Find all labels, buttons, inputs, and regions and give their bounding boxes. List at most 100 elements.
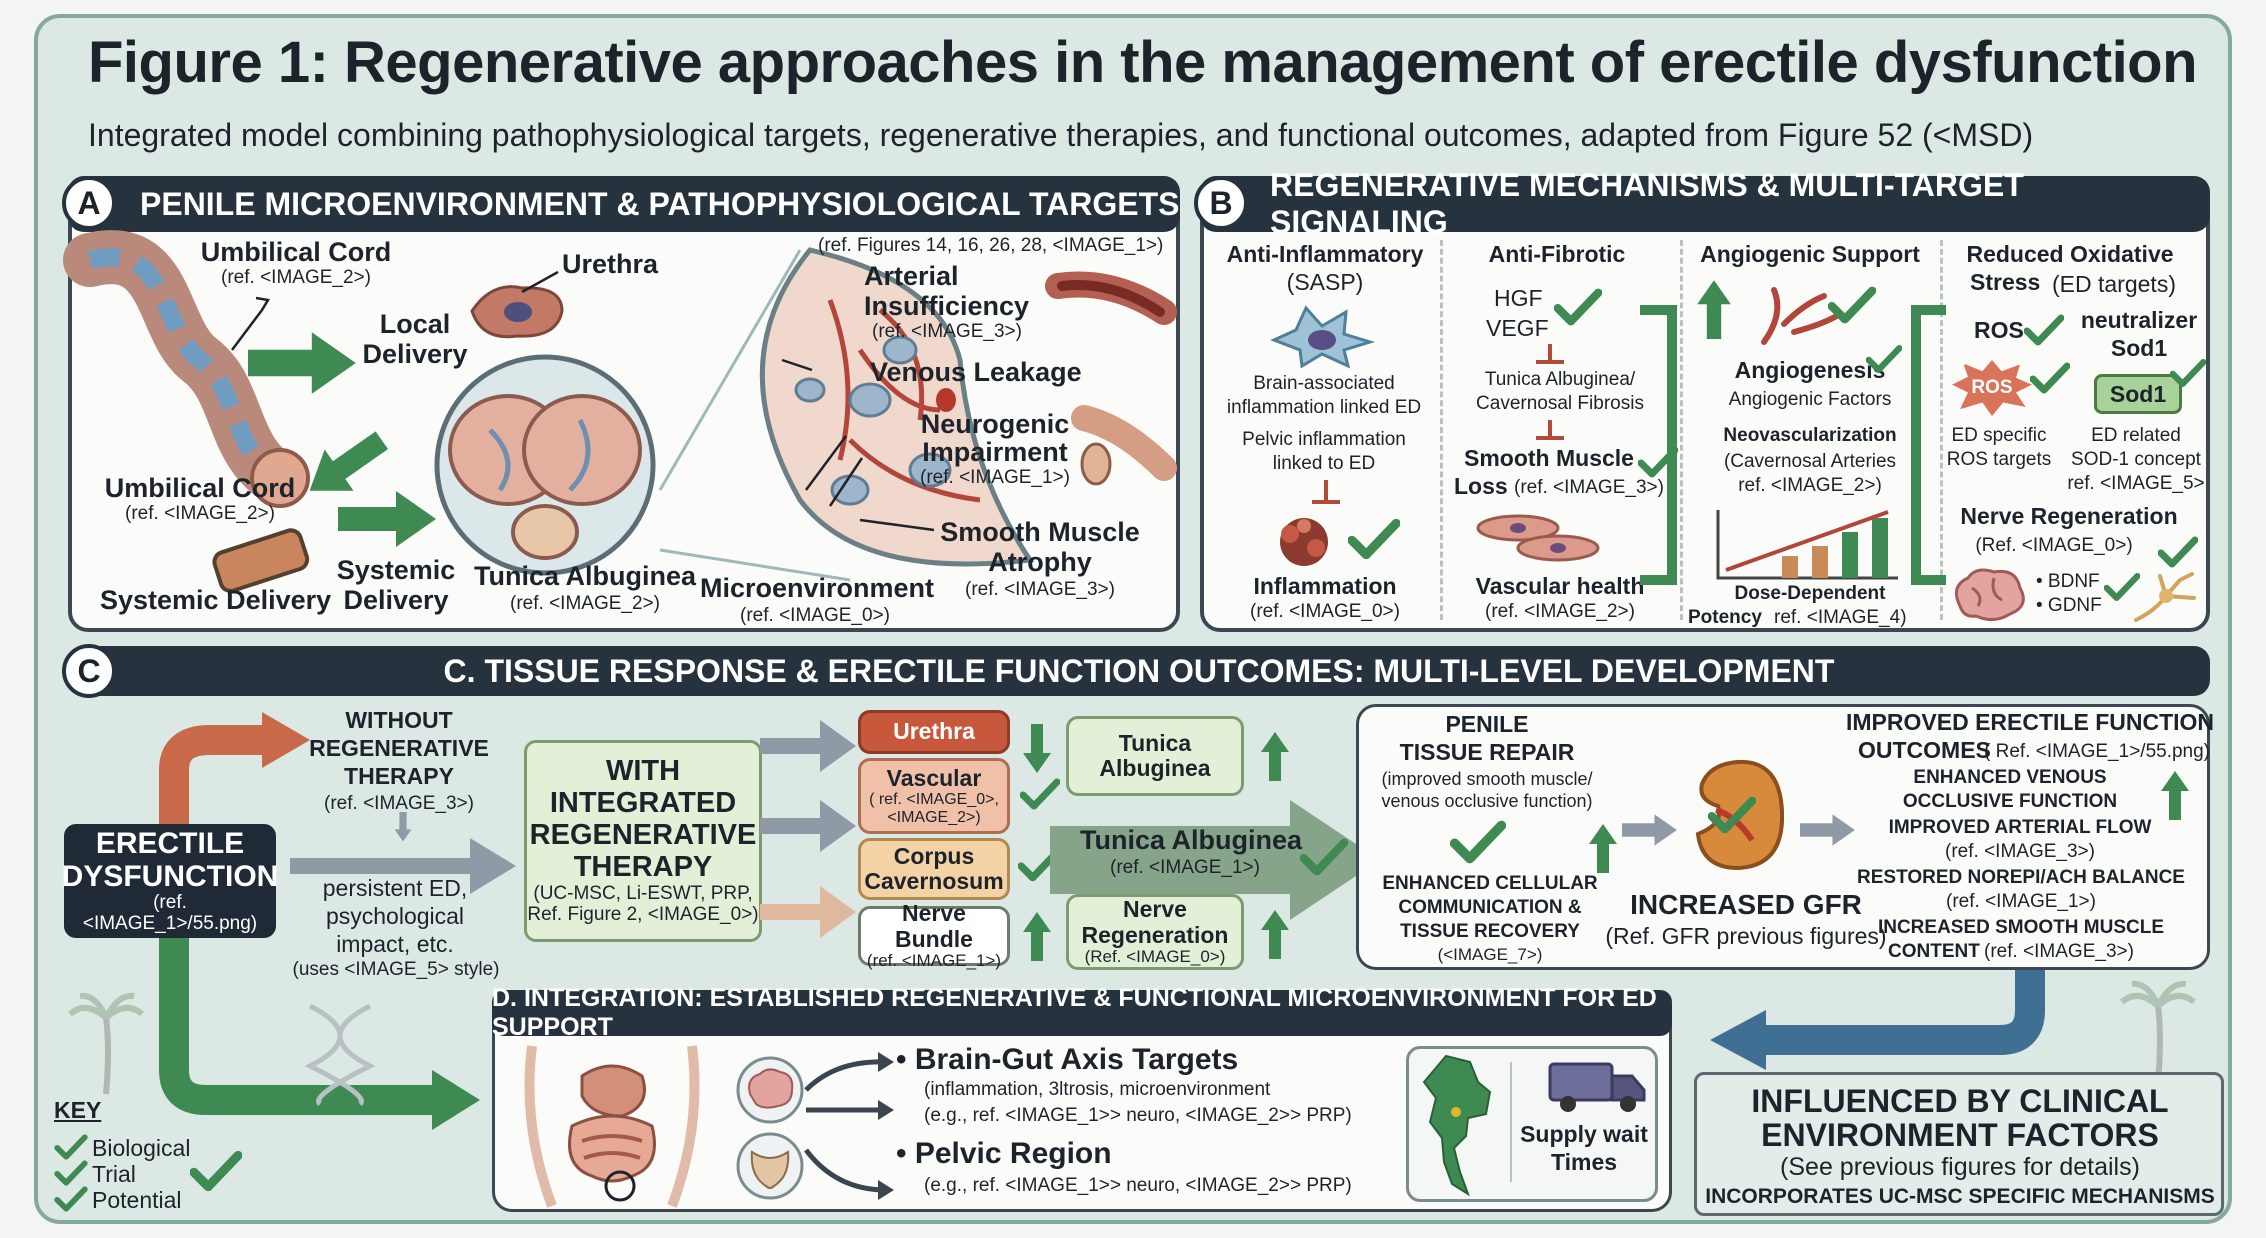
umbilical-cord-top-label: Umbilical Cord [200, 237, 392, 267]
systemic-delivery-caption: Systemic Delivery [100, 585, 332, 615]
panel-b-letter: B [1194, 176, 1248, 230]
gfr-label: INCREASED GFR [1630, 889, 1862, 920]
urethra-box-text: Urethra [893, 718, 975, 745]
without-to-with-arrow [290, 838, 516, 894]
umbilical-cord-top-ref: (ref. <IMAGE_2>) [221, 267, 371, 288]
ros-check-icon [2024, 314, 2064, 346]
fibrosis-label-1: Tunica Albuginea/ [1484, 369, 1636, 390]
with-fan-arrows [760, 720, 856, 938]
repair-sub-1: (improved smooth muscle/ [1381, 769, 1593, 789]
sod1-badge: Sod1 [2094, 374, 2182, 414]
panel-b-header: REGENERATIVE MECHANISMS & MULTI-TARGET S… [1200, 167, 2210, 240]
neovascularization-label: Neovascularization [1723, 425, 1897, 446]
ed-ros-label-2: ROS targets [1946, 449, 2052, 470]
outcome-label-8-ref: (ref. <IMAGE_3>) [1984, 941, 2134, 962]
panel-b-letter-text: B [1209, 184, 1233, 221]
vascular-box-text: Vascular [886, 764, 982, 791]
persistent-label-2: psychological [325, 903, 465, 929]
tunica-mid-check-icon [1300, 838, 1348, 876]
key-item-potential: Potential [92, 1187, 182, 1213]
repair-label-1: PENILE [1445, 711, 1529, 737]
panel-c-header: C. TISSUE RESPONSE & ERECTILE FUNCTION O… [68, 646, 2210, 696]
to-kidney-arrow [1622, 812, 1678, 848]
smooth-muscle-cells-icon [1476, 514, 1600, 562]
enhanced-label-3: TISSUE RECOVERY [1400, 921, 1580, 942]
angiogenic-check-icon [1828, 286, 1876, 324]
d-fan-arrows [804, 1052, 894, 1200]
key-big-check [190, 1150, 242, 1192]
outcome-label-6: RESTORED NOREPI/ACH BALANCE [1857, 867, 2185, 888]
dose-response-mini-chart [1716, 510, 1898, 580]
arterial-insufficiency-label-2: Insufficiency [864, 291, 1030, 321]
neovascularization-sub: (Cavernosal Arteries [1723, 451, 1897, 472]
ed-label-1: ERECTILE [95, 827, 245, 861]
brain-inflammation-label-2: inflammation linked ED [1226, 397, 1422, 418]
erectile-dysfunction-box: ERECTILE DYSFUNCTION (ref. <IMAGE_1>/55.… [61, 824, 279, 938]
neurogenic-impairment-label-1: Neurogenic [920, 409, 1070, 439]
pelvic-inflammation-label-1: Pelvic inflammation [1242, 429, 1406, 450]
tunica-big-arrow [1050, 800, 1380, 920]
sod1-badge-text: Sod1 [2109, 380, 2167, 407]
ros-badge-text: ROS [1971, 377, 2013, 398]
umbilical-cord-illustration [63, 230, 310, 508]
nerve-bundle-box-text: Nerve Bundle [895, 900, 973, 952]
pelvic-region-eg: (e.g., ref. <IMAGE_1>> neuro, <IMAGE_2>>… [924, 1175, 1352, 1196]
tunica-up-arrow [1260, 728, 1290, 784]
tunica-albuginea-ref: (ref. <IMAGE_2>) [510, 593, 660, 614]
without-label-3: THERAPY [344, 763, 454, 789]
with-sub-1: (UC-MSC, Li-ESWT, PRP, [533, 882, 753, 904]
vascular-box-ref-2: <IMAGE_2>) [887, 808, 981, 826]
neutralizer-sod1-label: Sod1 [2110, 335, 2168, 361]
enhanced-label-1: ENHANCED CELLULAR [1382, 873, 1598, 894]
inflammation-cluster-icon [1280, 518, 1328, 566]
enhanced-up-arrow [1588, 818, 1618, 878]
tunica-mid-label: Tunica Albuginea [1080, 825, 1303, 855]
influence-box [1694, 1072, 2224, 1216]
vascular-box-ref-1: ( ref. <IMAGE_0>, [869, 791, 999, 809]
local-delivery-label-2: Delivery [362, 339, 468, 369]
dna-icon [304, 1003, 376, 1106]
neurogenic-impairment-label-2: Impairment [922, 437, 1068, 467]
palm-tree-icon-right [2120, 980, 2196, 1083]
nerve-regen-box-text-2: Regeneration [1081, 921, 1229, 948]
nerve-regen-box-text-1: Nerve [1123, 896, 1187, 923]
ed-label-2: DYSFUNCTION [61, 860, 279, 894]
key-item-biological: Biological [92, 1135, 191, 1161]
fibrosis-label-2: Cavernosal Fibrosis [1476, 393, 1644, 414]
without-down-arrow [390, 812, 416, 842]
digestive-tract-illustration [524, 1045, 700, 1208]
corpus-box-text-2: Cavernosum [864, 868, 1004, 894]
inflammation-label: Inflammation [1253, 573, 1397, 599]
country-map-icon [1422, 1054, 1492, 1197]
tunica-albuginea-box: Tunica Albuginea [1066, 716, 1244, 796]
key-title: KEY [54, 1097, 102, 1123]
inflammation-check-icon [1348, 518, 1400, 560]
brain-gut-sub: (inflammation, 3ltrosis, microenvironmen… [924, 1079, 1271, 1100]
panel-b-divider-1 [1440, 240, 1443, 620]
corpus-box-text-1: Corpus [893, 842, 975, 869]
ed-ref: (ref. <IMAGE_1>/55.png) [82, 892, 258, 934]
panel-c-header-text: C. TISSUE RESPONSE & ERECTILE FUNCTION O… [443, 652, 1835, 689]
nerve-regeneration-ref: (Ref. <IMAGE_0>) [1975, 535, 2133, 556]
dose-ref: ref. <IMAGE_4) [1774, 607, 1907, 628]
panel-a-letter-text: A [77, 184, 101, 221]
bdnf-label: • BDNF [2036, 571, 2100, 592]
brain-target-icon [736, 1056, 804, 1124]
ed-sod-label-2: SOD-1 concept [2071, 449, 2201, 470]
bracket-arrow-1 [1640, 305, 1677, 585]
outcome-label-4: OCCLUSIVE FUNCTION [1902, 791, 2118, 812]
panel-a-letter: A [62, 176, 116, 230]
vascular-box: Vascular ( ref. <IMAGE_0>, <IMAGE_2>) [858, 758, 1010, 834]
panel-d-header: D. INTEGRATION: ESTABLISHED REGENERATIVE… [492, 984, 1672, 1041]
ros-label: ROS [1974, 317, 2024, 343]
nerve-regen-up-arrow [1260, 906, 1290, 962]
supply-label-2: Times [1550, 1149, 1618, 1175]
hgf-check-icon [1554, 288, 1602, 326]
urethra-cell-icon [470, 285, 564, 339]
page-title: Figure 1: Regenerative approaches in the… [88, 30, 2198, 95]
dose-dependent-label: Dose-Dependent [1734, 583, 1886, 604]
tunica-box-text-2: Albuginea [1099, 755, 1211, 781]
anti-inflammatory-label: Anti-Inflammatory [1226, 241, 1424, 267]
anti-fibrotic-label: Anti-Fibrotic [1488, 241, 1626, 267]
